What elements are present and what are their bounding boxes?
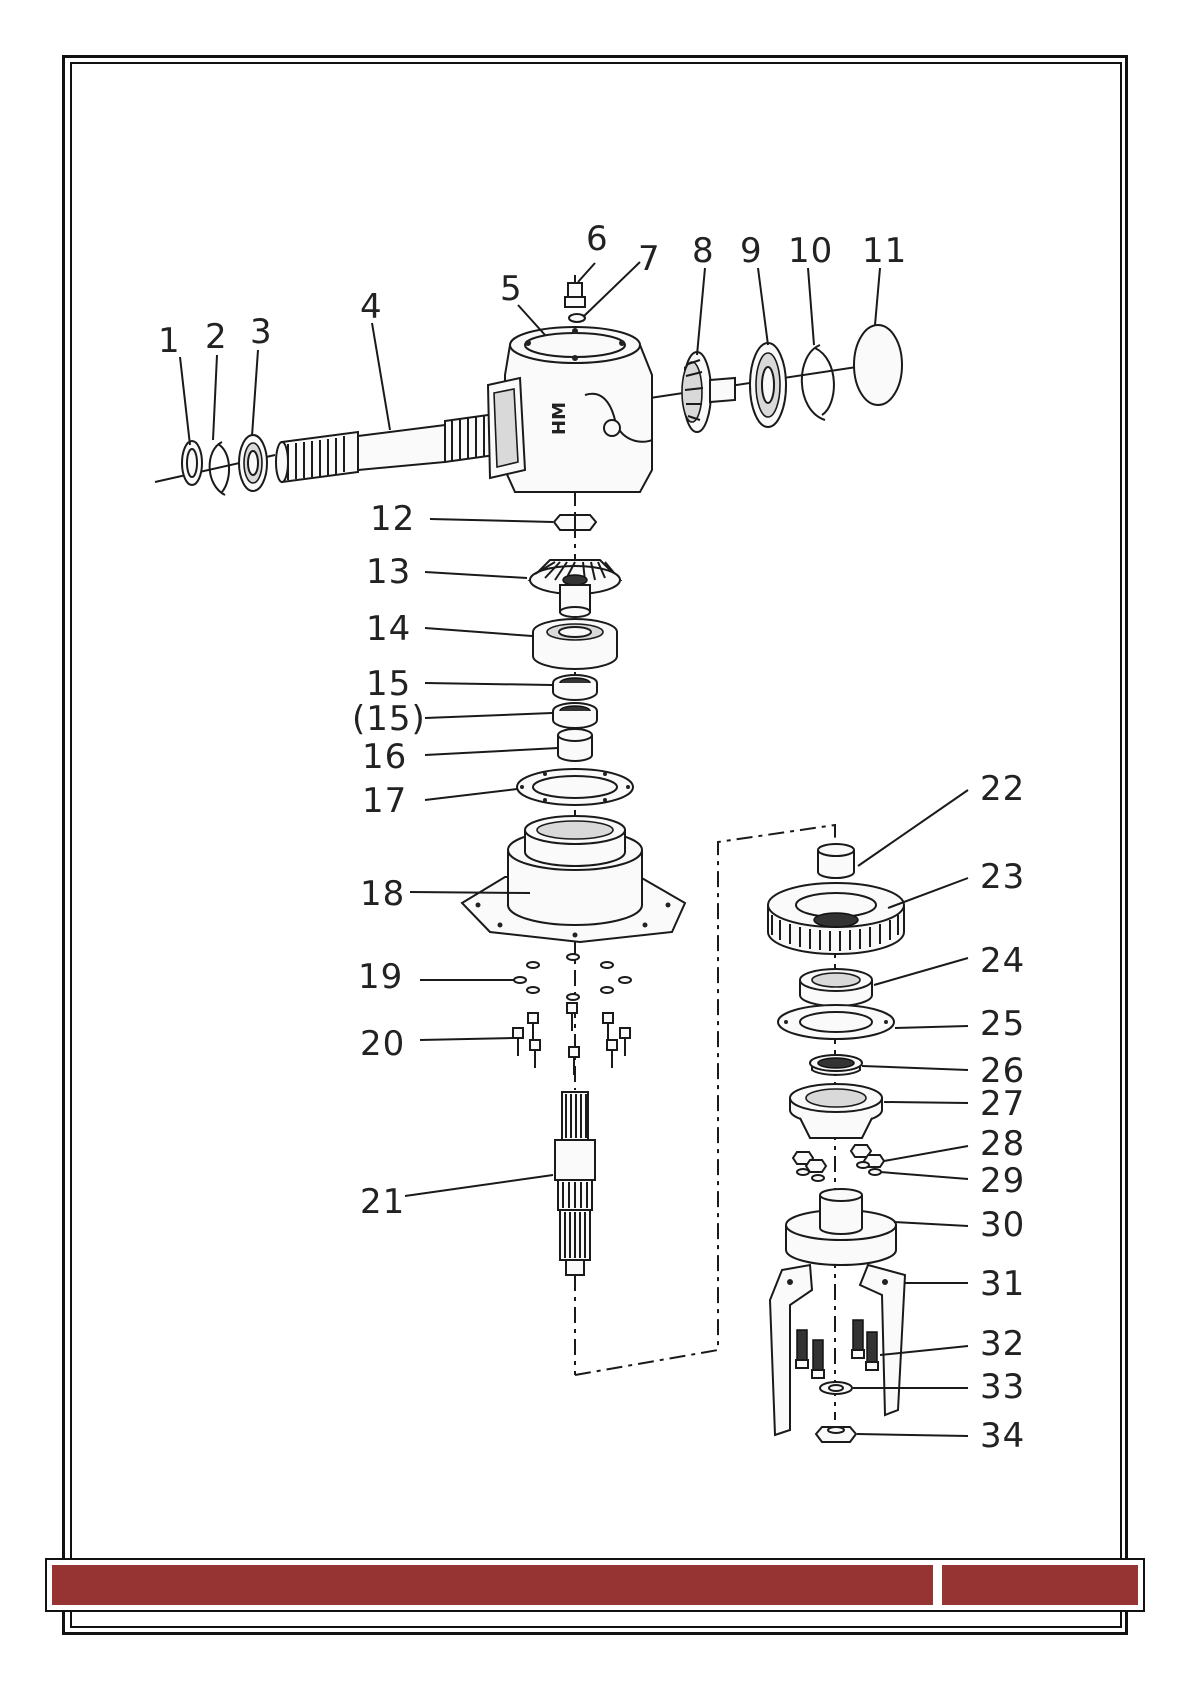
callout-32: 32 <box>980 1324 1025 1364</box>
part-12-nut <box>554 515 596 530</box>
part-11-cover <box>854 325 902 405</box>
callout-6: 6 <box>586 219 609 259</box>
part-19-washers <box>514 954 631 1000</box>
part-3-bearing <box>239 435 267 491</box>
callout-7: 7 <box>638 239 661 279</box>
callout-5: 5 <box>500 269 523 309</box>
callout-3: 3 <box>250 312 273 352</box>
part-16-spacer <box>558 729 592 761</box>
part-24-bearing <box>800 969 872 1006</box>
part-8-bevel-pinion <box>682 352 711 432</box>
part-30-blade-holder <box>786 1189 896 1265</box>
callout-16: 16 <box>362 737 407 777</box>
part-5-housing: HM <box>488 327 652 492</box>
callout-24: 24 <box>980 941 1025 981</box>
callout-8: 8 <box>692 231 715 271</box>
callout-12: 12 <box>370 499 415 539</box>
callout-14: 14 <box>366 609 411 649</box>
callout-33: 33 <box>980 1367 1025 1407</box>
footer-band <box>52 1565 933 1605</box>
callout-15-alt: (15) <box>352 699 426 739</box>
part-1-seal <box>182 441 202 485</box>
callout-28: 28 <box>980 1124 1025 1164</box>
part-28-nuts <box>793 1145 884 1172</box>
part-21-output-shaft <box>555 1092 595 1275</box>
part-9-bearing <box>750 343 786 427</box>
part-20-bolts <box>513 1003 630 1075</box>
callout-31: 31 <box>980 1264 1025 1304</box>
part-34-nut <box>816 1427 856 1442</box>
callout-27: 27 <box>980 1084 1025 1124</box>
callout-19: 19 <box>358 957 403 997</box>
callout-1: 1 <box>158 321 181 361</box>
part-32-bolts <box>796 1320 878 1378</box>
callout-34: 34 <box>980 1416 1025 1456</box>
part-18-lower-housing <box>462 816 685 942</box>
part-26-seal <box>810 1055 862 1075</box>
callout-15: 15 <box>366 664 411 704</box>
part-8-shaft-stub <box>710 378 735 402</box>
part-14-bearing <box>533 619 617 669</box>
callout-17: 17 <box>362 781 407 821</box>
part-31-blades <box>770 1265 905 1435</box>
part-15b-bearing-cone <box>553 703 597 728</box>
callout-21: 21 <box>360 1182 405 1222</box>
footer-band-small <box>942 1565 1138 1605</box>
callout-22: 22 <box>980 769 1025 809</box>
callout-13: 13 <box>366 552 411 592</box>
part-25-gasket <box>778 1005 894 1039</box>
callout-30: 30 <box>980 1205 1025 1245</box>
callout-25: 25 <box>980 1004 1025 1044</box>
callout-20: 20 <box>360 1024 405 1064</box>
part-22-bushing <box>818 844 854 878</box>
callout-10: 10 <box>788 231 833 271</box>
callout-2: 2 <box>205 317 228 357</box>
part-33-washer <box>820 1382 852 1394</box>
part-27-bearing-housing <box>790 1084 882 1138</box>
callout-29: 29 <box>980 1161 1025 1201</box>
part-17-gasket <box>517 769 633 805</box>
callout-9: 9 <box>740 231 763 271</box>
callout-18: 18 <box>360 874 405 914</box>
part-7-washer <box>569 314 585 322</box>
part-23-spur-gear <box>768 883 904 954</box>
part-6-breather <box>565 275 585 307</box>
part-4-input-shaft <box>276 414 495 482</box>
housing-mark: HM <box>549 402 570 435</box>
callout-23: 23 <box>980 857 1025 897</box>
part-10-circlip <box>802 345 834 420</box>
part-15-bearing-cup <box>553 675 597 700</box>
callout-11: 11 <box>862 231 907 271</box>
part-13-bevel-gear <box>530 560 620 617</box>
callout-4: 4 <box>360 287 383 327</box>
